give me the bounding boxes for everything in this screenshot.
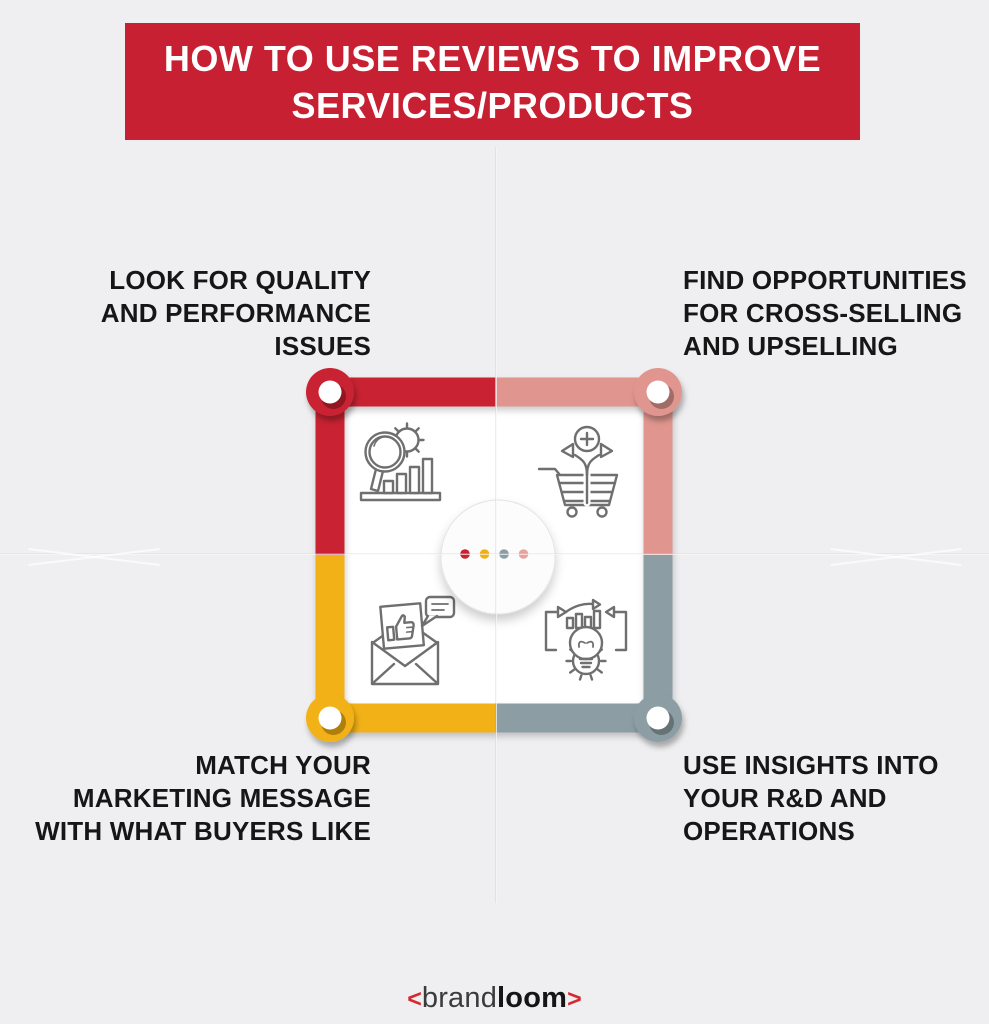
- corner-circle-bottom-left: [306, 694, 354, 742]
- quadrant-label-bottom-left: MATCH YOUR MARKETING MESSAGE WITH WHAT B…: [19, 749, 371, 848]
- label-line: YOUR R&D AND: [683, 783, 887, 813]
- label-line: USE INSIGHTS INTO: [683, 750, 939, 780]
- label-line: WITH WHAT BUYERS LIKE: [35, 816, 371, 846]
- label-line: FOR CROSS-SELLING: [683, 298, 963, 328]
- page-title-line: SERVICES/PRODUCTS: [291, 84, 694, 126]
- brandloom-logo: <brandloom>: [0, 981, 989, 1016]
- page-title-line: HOW TO USE REVIEWS TO IMPROVE: [163, 37, 822, 79]
- logo-loom-text: loom: [497, 982, 568, 1014]
- quadrant-label-top-left: LOOK FOR QUALITY AND PERFORMANCE ISSUES: [61, 264, 371, 363]
- fold-line-vertical: [495, 147, 497, 903]
- corner-circle-top-left: [306, 368, 354, 416]
- label-line: MATCH YOUR: [195, 750, 371, 780]
- label-line: FIND OPPORTUNITIES: [683, 265, 967, 295]
- reviews-quadrant-diagram: [306, 368, 682, 742]
- corner-circle-bottom-right: [634, 694, 682, 742]
- label-line: AND UPSELLING: [683, 331, 898, 361]
- logo-left-bracket-icon: <: [407, 985, 422, 1013]
- label-line: LOOK FOR QUALITY: [109, 265, 371, 295]
- label-line: ISSUES: [274, 331, 371, 361]
- logo-brand-text: brand: [421, 982, 498, 1014]
- logo-right-bracket-icon: >: [567, 985, 582, 1013]
- quadrant-label-top-right: FIND OPPORTUNITIES FOR CROSS-SELLING AND…: [683, 264, 983, 363]
- cart-split-arrows-icon: [537, 425, 619, 518]
- lightbulb-gear-chart-icon: [544, 598, 628, 681]
- center-hub-circle: [440, 499, 556, 615]
- label-line: OPERATIONS: [683, 816, 855, 846]
- label-line: AND PERFORMANCE: [100, 298, 371, 328]
- fold-line-horizontal: [0, 553, 989, 555]
- label-line: MARKETING MESSAGE: [72, 783, 371, 813]
- quadrant-label-bottom-right: USE INSIGHTS INTO YOUR R&D AND OPERATION…: [683, 749, 983, 848]
- corner-circle-top-right: [634, 368, 682, 416]
- title-banner: HOW TO USE REVIEWS TO IMPROVE SERVICES/P…: [125, 23, 860, 140]
- envelope-thumbs-up-icon: [370, 595, 456, 686]
- magnifier-gear-chart-icon: [359, 422, 442, 502]
